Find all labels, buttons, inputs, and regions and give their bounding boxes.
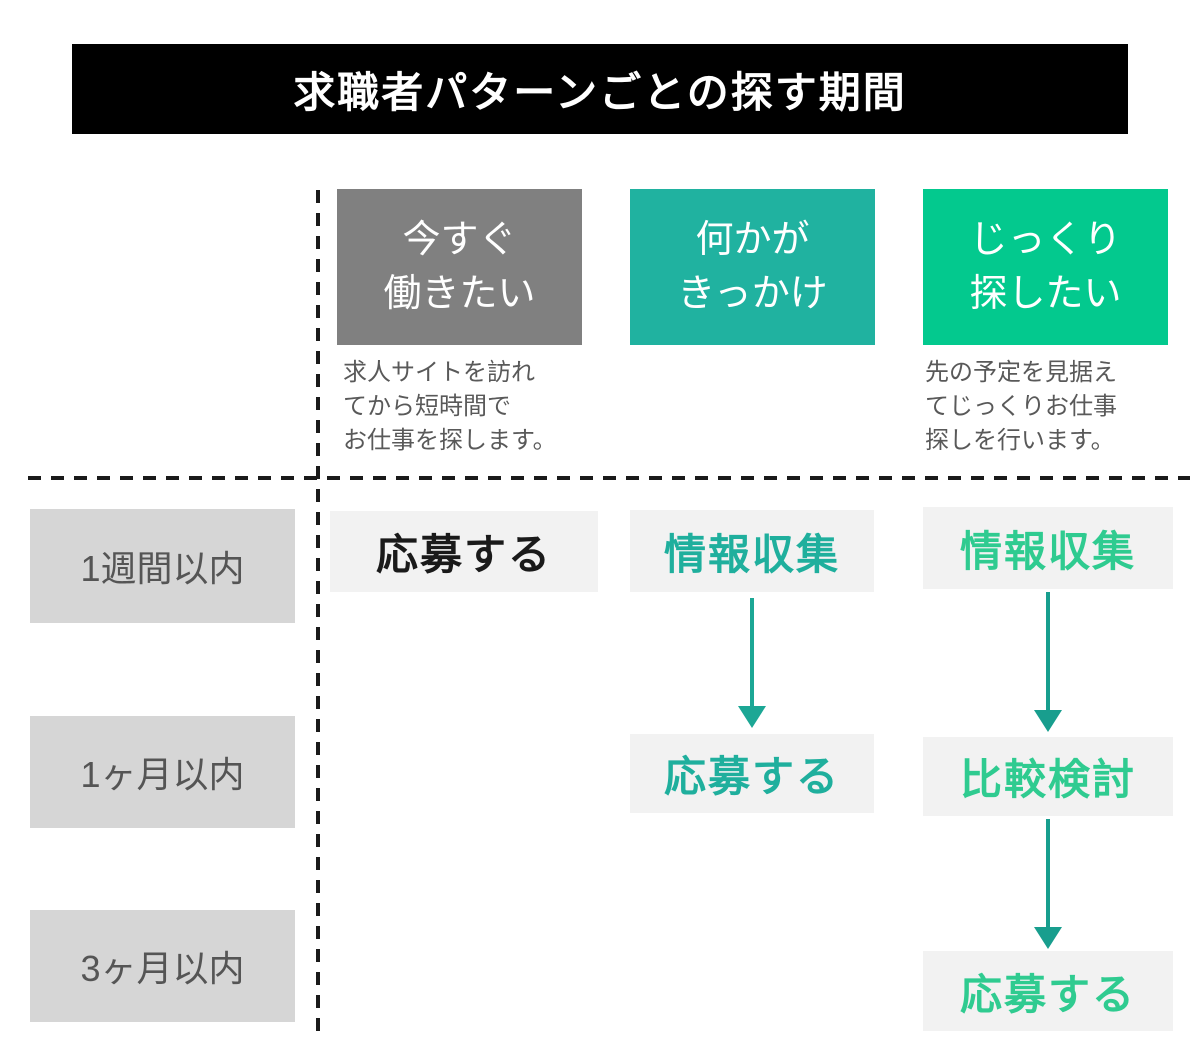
row-label-within-3-months: 3ヶ月以内	[30, 910, 295, 1022]
vertical-dashed-divider	[316, 190, 320, 1040]
column-header-line: きっかけ	[677, 273, 828, 315]
down-arrow-head-icon	[1034, 710, 1062, 732]
step-cell-gather-info-trigger-column: 情報収集	[630, 510, 874, 592]
step-label: 比較検討	[959, 756, 1136, 803]
description-line: てじっくりお仕事	[925, 393, 1117, 420]
step-label: 情報収集	[959, 527, 1136, 575]
down-arrow-head-icon	[1034, 927, 1062, 949]
column-header-search-carefully: じっくり 探したい	[923, 189, 1168, 345]
step-cell-apply-careful-column: 応募する	[923, 951, 1173, 1031]
row-label-within-1-week: 1週間以内	[30, 509, 295, 623]
column-description-work-now: 求人サイトを訪れ てから短時間で お仕事を探します。	[343, 356, 605, 458]
row-label-text: 1ヶ月以内	[80, 754, 245, 795]
column-description-search-carefully: 先の予定を見据え てじっくりお仕事 探しを行います。	[925, 356, 1187, 458]
horizontal-dashed-divider	[28, 476, 1190, 480]
row-label-text: 1週間以内	[80, 548, 245, 589]
down-arrow-icon	[1046, 592, 1050, 712]
step-cell-apply-trigger-column: 応募する	[630, 734, 874, 813]
step-cell-gather-info-careful-column: 情報収集	[923, 507, 1173, 589]
description-line: お仕事を探します。	[343, 427, 557, 454]
row-label-within-1-month: 1ヶ月以内	[30, 716, 295, 828]
row-label-text: 3ヶ月以内	[80, 948, 245, 989]
step-label: 応募する	[959, 970, 1136, 1018]
down-arrow-icon	[750, 598, 754, 708]
step-label: 応募する	[375, 531, 552, 578]
description-line: 求人サイトを訪れ	[343, 359, 535, 386]
step-label: 情報収集	[663, 530, 840, 578]
description-line: てから短時間で	[343, 393, 511, 420]
step-cell-compare-careful-column: 比較検討	[923, 737, 1173, 816]
description-line: 先の予定を見据え	[925, 359, 1117, 386]
down-arrow-head-icon	[738, 706, 766, 728]
step-label: 応募する	[663, 753, 840, 800]
description-line: 探しを行います。	[925, 427, 1115, 454]
column-header-line: 探したい	[969, 273, 1122, 315]
column-header-work-now: 今すぐ 働きたい	[337, 189, 582, 345]
column-header-line: じっくり	[969, 219, 1122, 261]
column-header-line: 何かが	[695, 219, 810, 261]
title-banner: 求職者パターンごとの探す期間	[72, 44, 1128, 134]
column-header-line: 今すぐ	[402, 219, 517, 261]
down-arrow-icon	[1046, 819, 1050, 929]
column-header-trigger: 何かが きっかけ	[630, 189, 875, 345]
page-title: 求職者パターンごとの探す期間	[293, 68, 907, 116]
step-cell-apply-now-column: 応募する	[330, 511, 598, 592]
column-header-line: 働きたい	[383, 273, 536, 315]
